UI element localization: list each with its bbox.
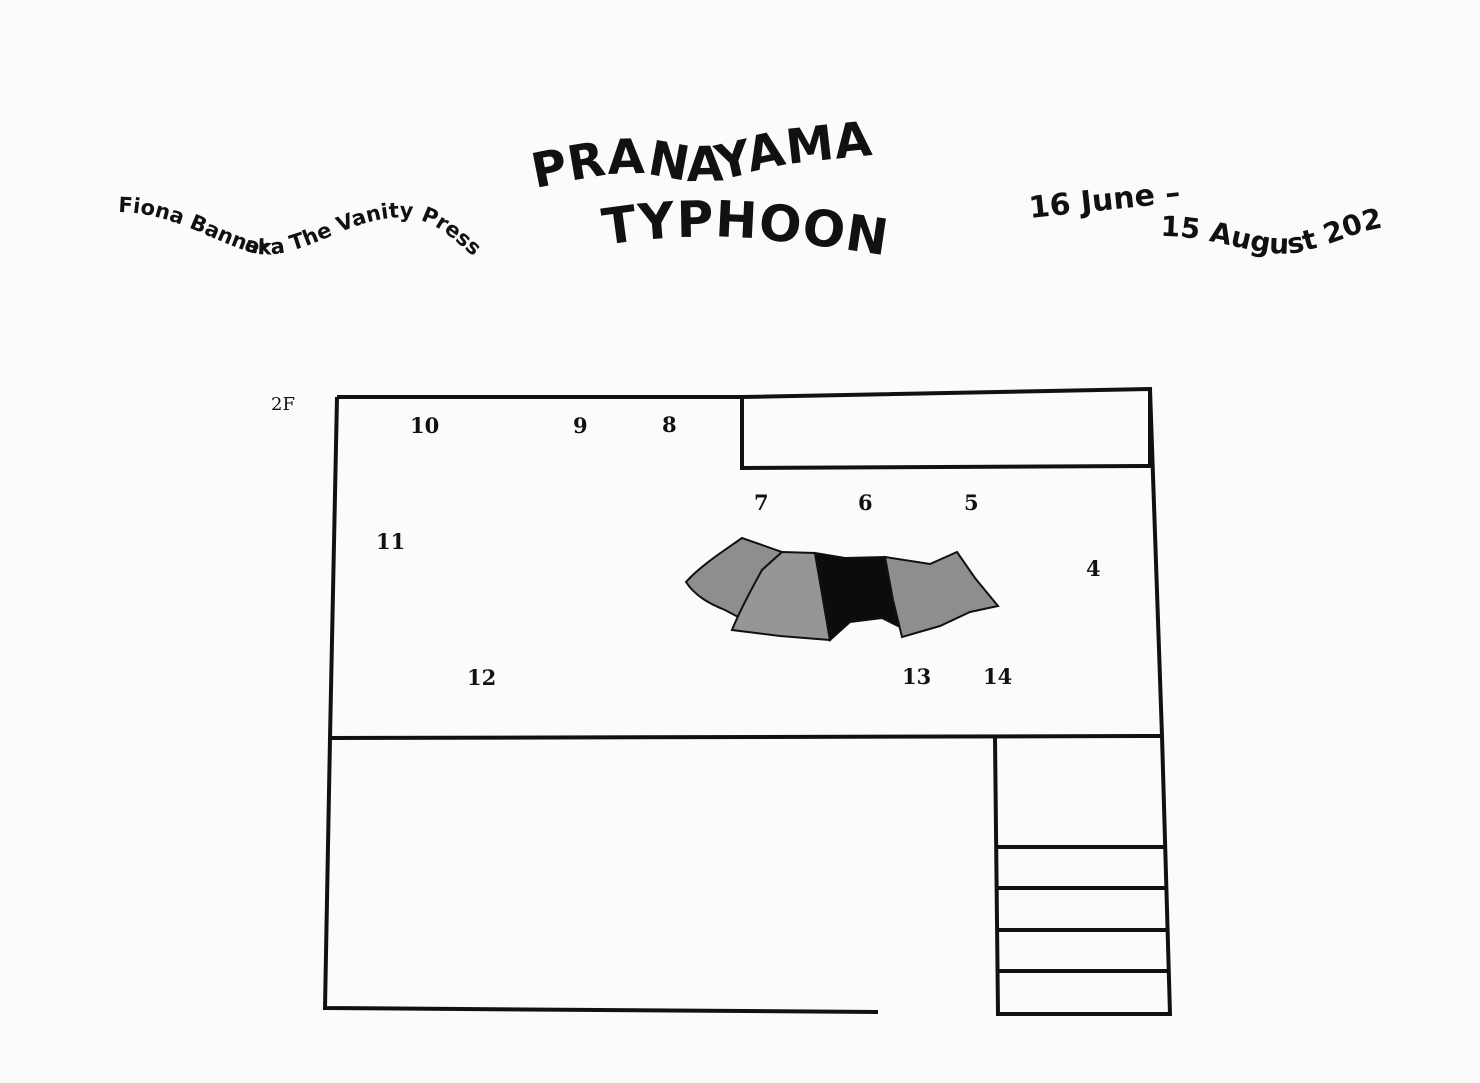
lower-room-wall: [322, 737, 879, 1014]
floor-label: 2F: [271, 394, 295, 415]
location-10: 10: [410, 413, 439, 438]
exhibition-title-line-1: PRANAYAMA: [527, 111, 876, 200]
location-13: 13: [902, 664, 931, 689]
location-5: 5: [964, 490, 979, 515]
location-4: 4: [1086, 556, 1101, 581]
exhibition-date-start: 16 June –: [1027, 175, 1182, 226]
artist-line-2: aka The Vanity Press: [242, 198, 486, 260]
location-8: 8: [662, 412, 677, 437]
exhibition-title-line-2: TYPHOON: [599, 190, 893, 267]
location-14: 14: [983, 664, 1012, 689]
location-12: 12: [467, 665, 496, 690]
location-labels: 2F 4 5 6 7 8 9 10 11 12 13 14: [271, 394, 1101, 690]
location-11: 11: [376, 529, 405, 554]
location-7: 7: [754, 490, 769, 515]
location-9: 9: [573, 413, 588, 438]
gallery-main-room: [327, 388, 1165, 741]
floor-plan-walls: [322, 386, 1173, 1016]
central-artwork: [684, 536, 1000, 642]
stairwell-wall: [993, 735, 1173, 1016]
artist-alias: aka The Vanity Press: [242, 198, 486, 260]
location-6: 6: [858, 490, 873, 515]
artwork-piece-2: [730, 550, 832, 642]
artwork-piece-4: [883, 550, 1000, 639]
exhibition-header: Fiona Banner aka The Vanity Press PRANAY…: [0, 0, 1385, 267]
gallery-outer-wall: [337, 386, 1152, 471]
